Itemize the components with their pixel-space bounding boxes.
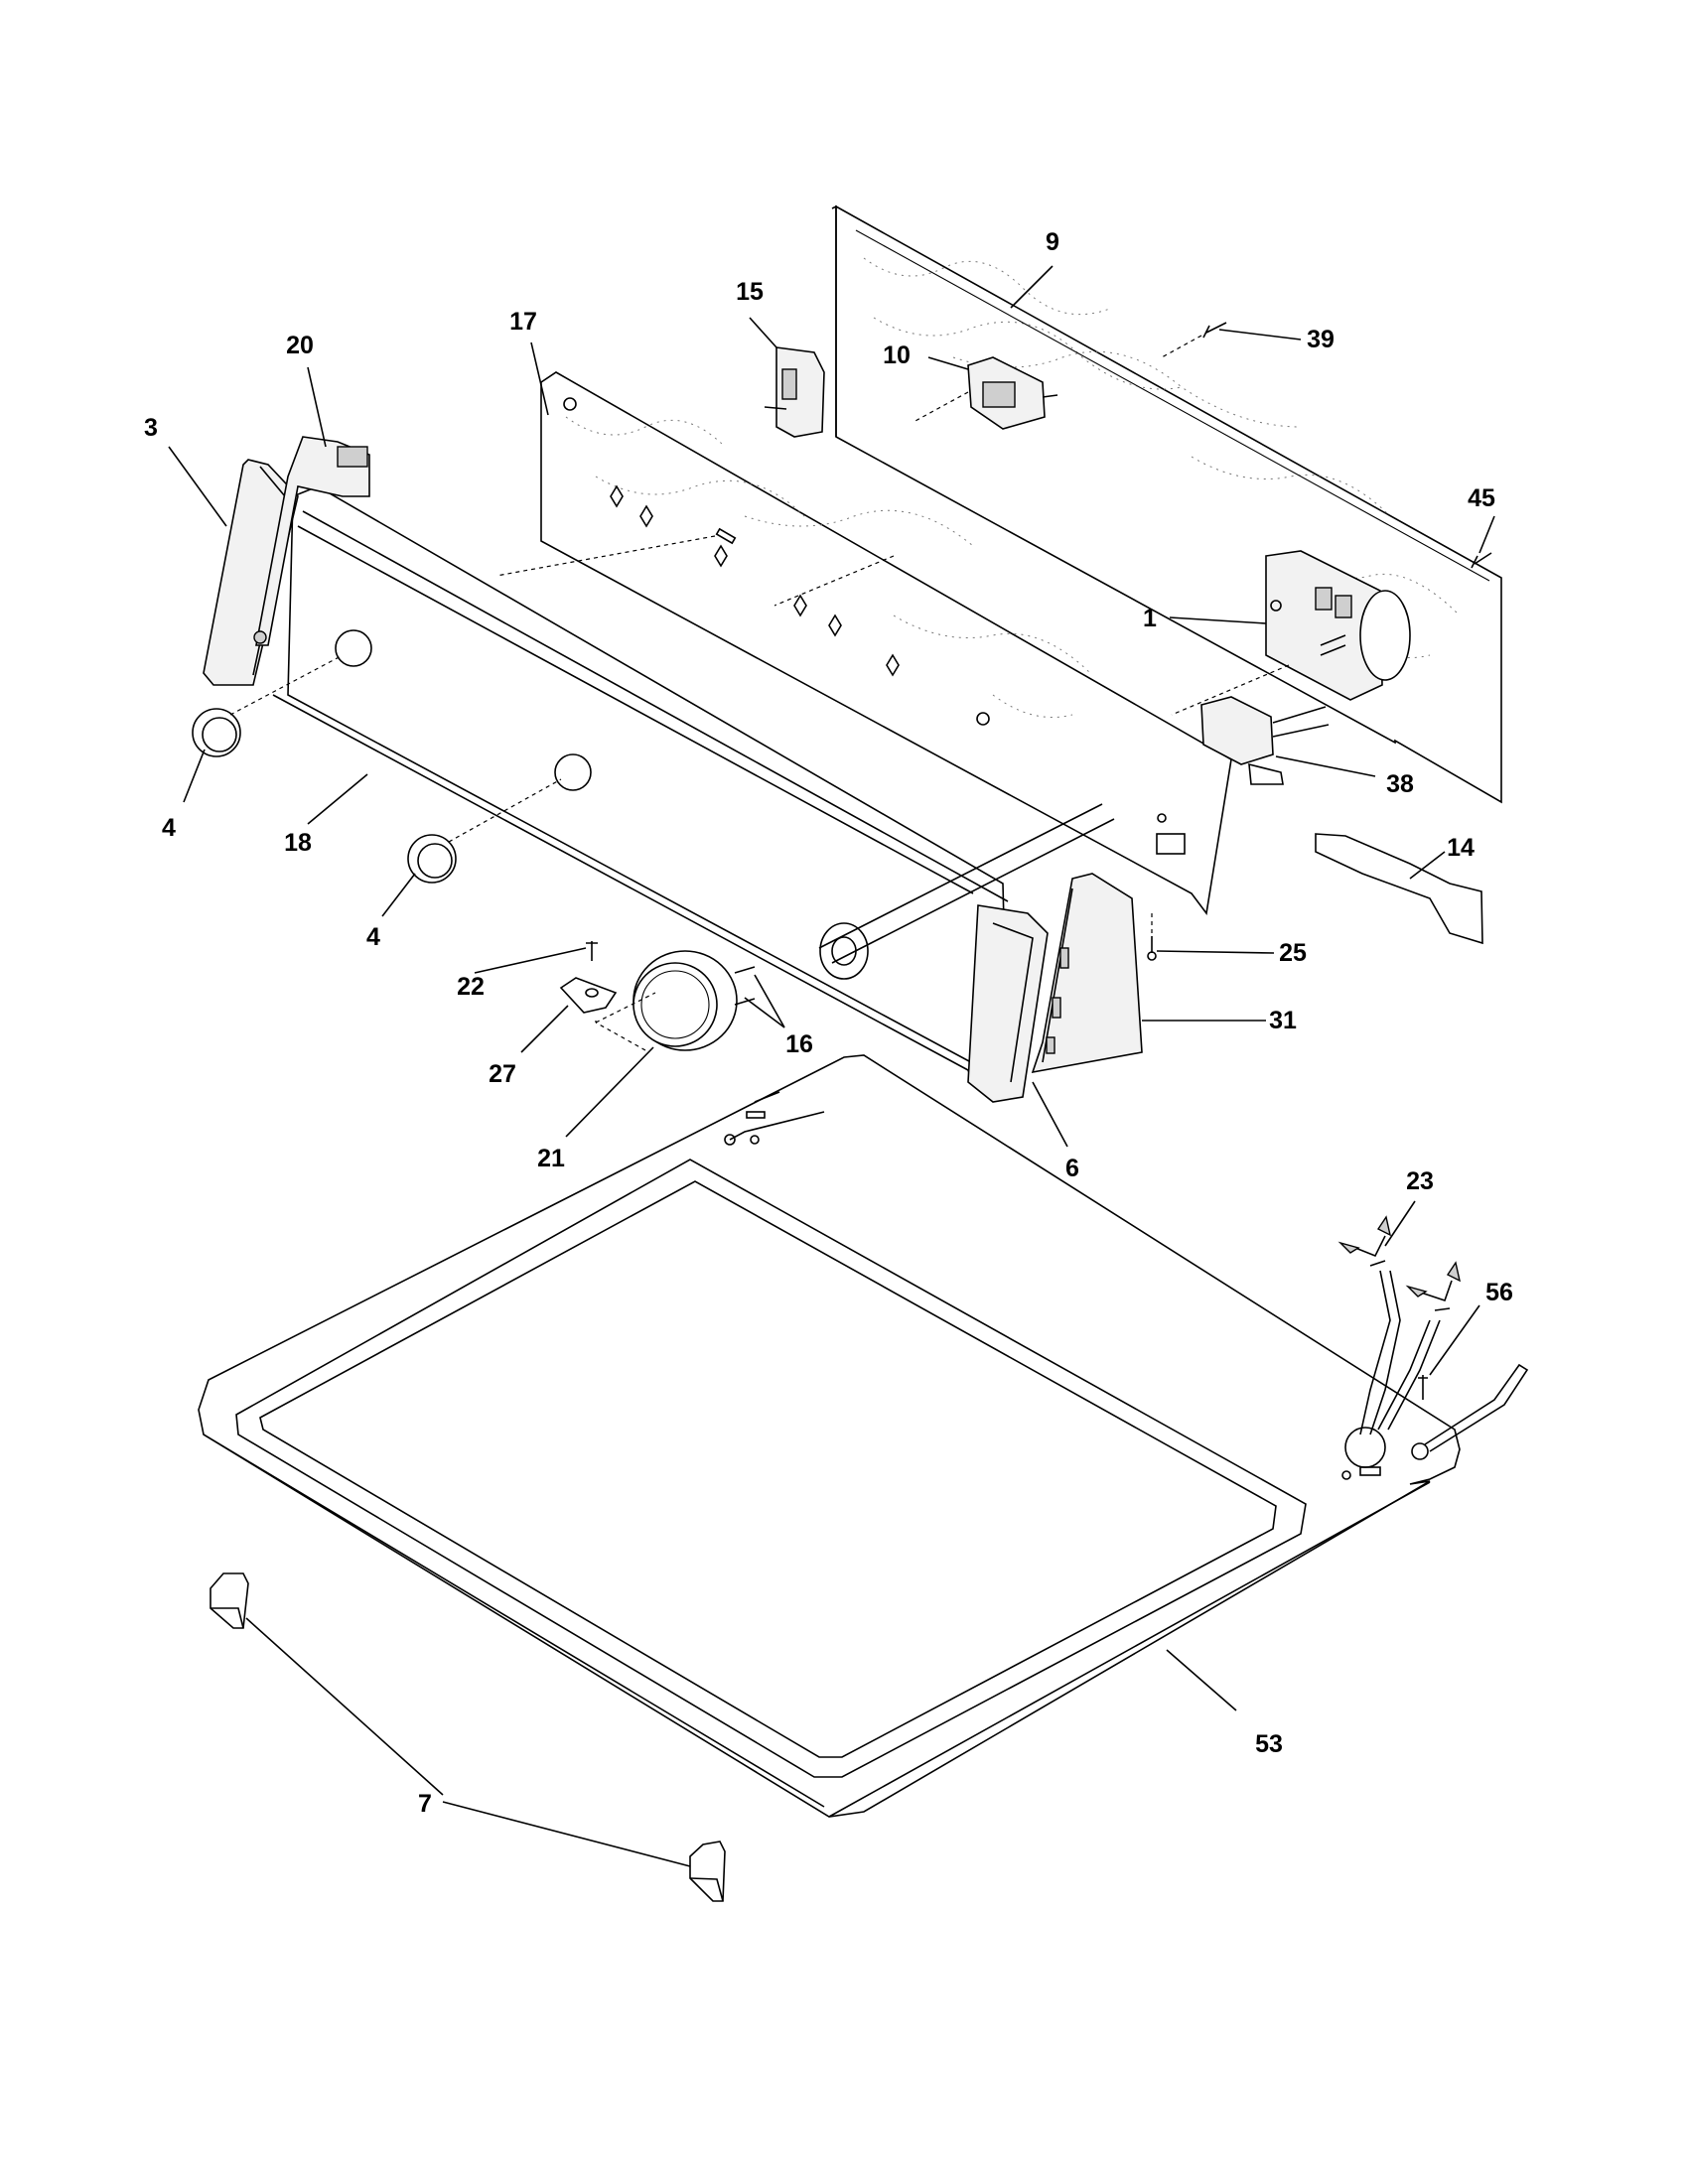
- callout-1: 1: [1143, 605, 1157, 632]
- callout-20: 20: [286, 332, 314, 359]
- callout-38: 38: [1386, 770, 1414, 798]
- part-38-terminal-block: [1200, 696, 1330, 785]
- callout-15: 15: [736, 278, 764, 306]
- callout-21: 21: [537, 1145, 565, 1172]
- callout-14: 14: [1447, 834, 1475, 862]
- callout-18: 18: [284, 829, 312, 857]
- part-3-left-end-cap: [203, 459, 299, 686]
- part-1-timer: [1265, 550, 1411, 701]
- callout-56: 56: [1485, 1279, 1513, 1306]
- part-25-screw: [1147, 936, 1157, 961]
- leader-lines: [168, 265, 1495, 1867]
- part-15-switch: [764, 346, 825, 438]
- callout-7: 7: [418, 1790, 432, 1818]
- callout-3: 3: [144, 414, 158, 442]
- part-10-relay: [967, 356, 1058, 430]
- callout-22: 22: [457, 973, 485, 1001]
- part-53-main-top: [198, 1054, 1461, 1818]
- callout-39: 39: [1307, 326, 1335, 353]
- part-23-wire-harness: [1337, 1215, 1462, 1435]
- callout-16: 16: [785, 1030, 813, 1058]
- callout-53: 53: [1255, 1730, 1283, 1758]
- part-27-clip: [559, 977, 618, 1014]
- part-17-panel-backplate: [540, 371, 1232, 915]
- callout-4-upper: 4: [162, 814, 176, 842]
- part-4-knob-upper: [192, 708, 241, 757]
- part-16-screws: [734, 966, 756, 1006]
- callout-9: 9: [1046, 228, 1059, 256]
- part-22-screw: [586, 941, 598, 961]
- callout-23: 23: [1406, 1167, 1434, 1195]
- callout-4-lower: 4: [366, 923, 380, 951]
- part-56-screw: [1418, 1363, 1529, 1452]
- part-7-clip-upper: [210, 1572, 249, 1629]
- part-31-right-bracket: [1031, 873, 1143, 1074]
- callout-17: 17: [509, 308, 537, 336]
- part-21-timer-knob: [633, 950, 738, 1051]
- callout-6: 6: [1065, 1155, 1079, 1182]
- part-14-strap: [1315, 833, 1483, 945]
- callout-27: 27: [489, 1060, 516, 1088]
- callout-45: 45: [1468, 484, 1495, 512]
- part-39-screw: [1202, 322, 1227, 339]
- callout-10: 10: [883, 341, 911, 369]
- part-4-knob-lower: [407, 834, 457, 884]
- callout-numbers: 3 20 17 15 9 39 10 45 1 38 14 25 31 4 18…: [144, 228, 1513, 1818]
- part-45-screw: [1471, 552, 1492, 569]
- part-7-clip-lower: [689, 1841, 726, 1902]
- part-6-right-end-cap: [967, 904, 1049, 1103]
- part-20-left-bracket: [253, 436, 370, 646]
- callout-31: 31: [1269, 1007, 1297, 1034]
- callout-25: 25: [1279, 939, 1307, 967]
